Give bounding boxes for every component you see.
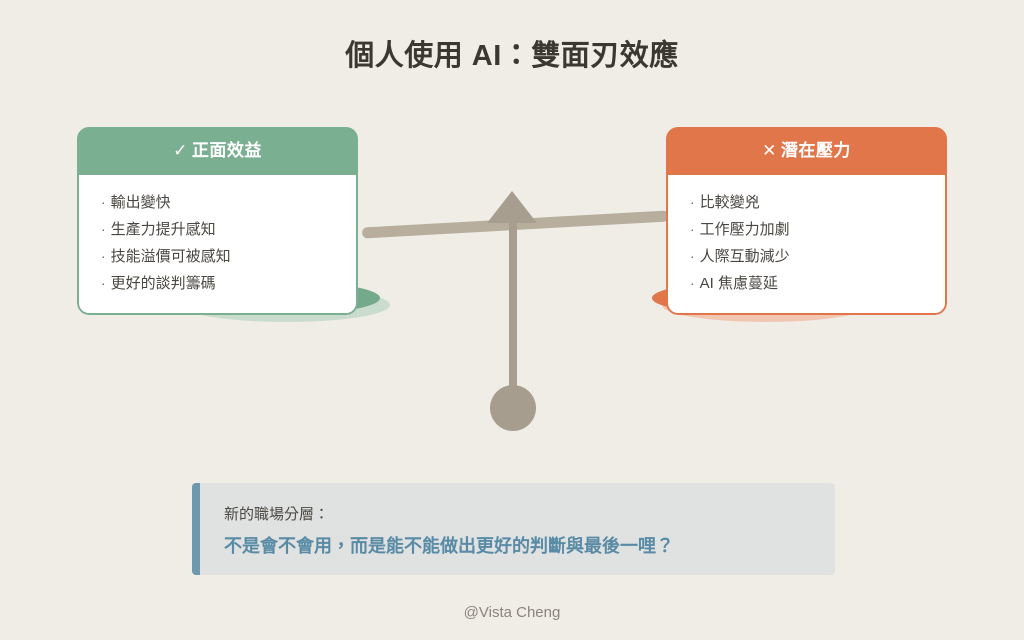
callout-content: 新的職場分層： 不是會不會用，而是能不能做出更好的判斷與最後一哩？ [192, 483, 835, 561]
callout-accent-bar [192, 483, 200, 575]
page-title: 個人使用 AI：雙面刃效應 [345, 40, 679, 72]
conclusion-callout: 新的職場分層： 不是會不會用，而是能不能做出更好的判斷與最後一哩？ [192, 483, 835, 575]
negative-bullet-list: ·比較變兇 ·工作壓力加劇 ·人際互動減少 ·AI 焦慮蔓延 [668, 189, 945, 297]
list-item: ·更好的談判籌碼 [101, 270, 356, 297]
bullet-dot-icon: · [101, 194, 106, 210]
bullet-dot-icon: · [690, 194, 695, 210]
cross-icon: ✕ [762, 141, 777, 160]
list-item-label: AI 焦慮蔓延 [699, 275, 779, 292]
author-credit: @Vista Cheng [463, 604, 561, 621]
list-item: ·工作壓力加劇 [690, 216, 945, 243]
negative-card-body: ·比較變兇 ·工作壓力加劇 ·人際互動減少 ·AI 焦慮蔓延 [666, 175, 947, 315]
positive-effects-card: ✓正面效益 ·輸出變快 ·生產力提升感知 ·技能溢價可被感知 ·更好的談判籌碼 [77, 127, 358, 315]
callout-lead-text: 新的職場分層： [224, 506, 330, 523]
list-item: ·技能溢價可被感知 [101, 243, 356, 270]
list-item: ·AI 焦慮蔓延 [690, 270, 945, 297]
callout-emphasis-text: 不是會不會用，而是能不能做出更好的判斷與最後一哩？ [224, 536, 674, 556]
check-icon: ✓ [173, 141, 188, 160]
list-item: ·人際互動減少 [690, 243, 945, 270]
fulcrum-base-circle [490, 385, 536, 431]
bullet-dot-icon: · [690, 275, 695, 291]
positive-card-header: ✓正面效益 [77, 127, 358, 175]
positive-bullet-list: ·輸出變快 ·生產力提升感知 ·技能溢價可被感知 ·更好的談判籌碼 [79, 189, 356, 297]
list-item: ·輸出變快 [101, 189, 356, 216]
list-item-label: 更好的談判籌碼 [110, 275, 216, 292]
bullet-dot-icon: · [690, 221, 695, 237]
list-item-label: 工作壓力加劇 [699, 221, 790, 238]
bullet-dot-icon: · [101, 248, 106, 264]
list-item-label: 人際互動減少 [699, 248, 790, 265]
bullet-dot-icon: · [101, 221, 106, 237]
bullet-dot-icon: · [101, 275, 106, 291]
list-item: ·比較變兇 [690, 189, 945, 216]
negative-card-header: ✕潛在壓力 [666, 127, 947, 175]
negative-card-title: 潛在壓力 [780, 141, 851, 160]
list-item-label: 輸出變快 [110, 194, 171, 211]
list-item-label: 生產力提升感知 [110, 221, 216, 238]
potential-pressure-card: ✕潛在壓力 ·比較變兇 ·工作壓力加劇 ·人際互動減少 ·AI 焦慮蔓延 [666, 127, 947, 315]
positive-card-title: 正面效益 [191, 141, 262, 160]
positive-card-body: ·輸出變快 ·生產力提升感知 ·技能溢價可被感知 ·更好的談判籌碼 [77, 175, 358, 315]
fulcrum-post [509, 214, 517, 396]
list-item-label: 技能溢價可被感知 [110, 248, 231, 265]
list-item: ·生產力提升感知 [101, 216, 356, 243]
list-item-label: 比較變兇 [699, 194, 760, 211]
bullet-dot-icon: · [690, 248, 695, 264]
